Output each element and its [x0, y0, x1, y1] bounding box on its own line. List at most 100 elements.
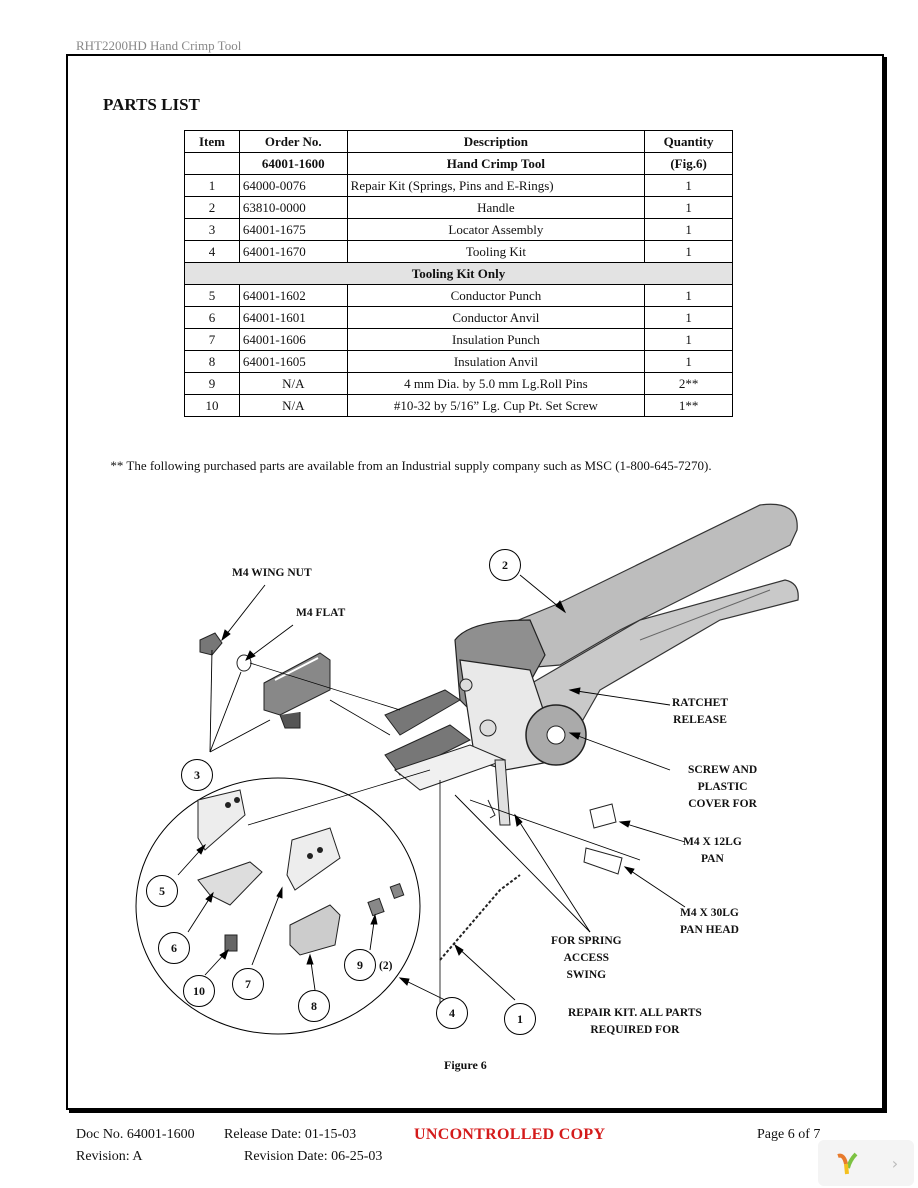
table-cell: 1** [644, 394, 733, 417]
footer-page-number: Page 6 of 7 [757, 1127, 821, 1142]
table-cell: 64001-1602 [238, 284, 348, 307]
table-section-row: Tooling Kit Only [184, 262, 733, 285]
label-line: SWING [566, 969, 607, 981]
table-row: 6 64001-1601 Conductor Anvil 1 [184, 306, 733, 329]
footer-revision-date: Revision Date: 06-25-03 [244, 1149, 383, 1164]
chevron-right-icon[interactable]: › [891, 1153, 899, 1173]
page-frame [66, 54, 884, 1110]
label-m4x12: M4 X 12LG PAN [683, 834, 742, 868]
callout-4: 4 [436, 997, 468, 1029]
label-line: M4 X 12LG [683, 836, 742, 848]
label-line: ACCESS [563, 952, 609, 964]
callout-1: 1 [504, 1003, 536, 1035]
wing-nut [199, 632, 223, 656]
table-cell: 64001-1600 [238, 152, 348, 175]
locator-arm [494, 759, 511, 826]
handle-groove [639, 589, 771, 641]
footer-release-date: Release Date: 01-15-03 [224, 1127, 357, 1142]
label-line: RELEASE [673, 714, 727, 726]
head-pin [459, 678, 473, 692]
insulation-anvil [289, 904, 341, 956]
screw-m4x30 [583, 847, 623, 875]
label-line: REQUIRED FOR [590, 1024, 680, 1036]
label-m4-flat: M4 FLAT [296, 607, 346, 619]
parts-list-title: PARTS LIST [103, 95, 200, 114]
table-row: 2 63810-0000 Handle 1 [184, 196, 733, 219]
label-line: PAN HEAD [680, 924, 739, 936]
label-line: SCREW AND [688, 764, 758, 776]
parts-table: Item Order No. Description Quantity 6400… [184, 130, 733, 417]
set-screw [224, 934, 238, 952]
label-line: RATCHET [672, 697, 729, 709]
label-m4x30: M4 X 30LG PAN HEAD [680, 905, 739, 939]
viewer-widget[interactable]: › [818, 1140, 914, 1186]
table-cell: 64001-1606 [238, 328, 348, 351]
construction-lines [247, 662, 641, 1005]
label-ratchet-release: RATCHET RELEASE [672, 695, 728, 729]
table-row: 1 64000-0076 Repair Kit (Springs, Pins a… [184, 174, 733, 197]
callout-10: 10 [183, 975, 215, 1007]
label-m4-wing-nut: M4 WING NUT [232, 567, 312, 579]
spring [439, 874, 521, 961]
callout-3: 3 [181, 759, 213, 791]
jaw-pivot [479, 719, 497, 737]
footer-revision: Revision: A [76, 1149, 143, 1164]
figure-caption: Figure 6 [444, 1058, 487, 1072]
label-repair-kit: REPAIR KIT. ALL PARTS REQUIRED FOR [568, 1005, 702, 1039]
uncontrolled-copy-stamp: UNCONTROLLED COPY [414, 1126, 606, 1143]
detail-circle [135, 777, 421, 1035]
label-spring-access: FOR SPRING ACCESS SWING [551, 933, 622, 984]
label-line: REPAIR KIT. ALL PARTS [568, 1007, 702, 1019]
table-cell: 2** [644, 372, 733, 395]
locator-hook [487, 799, 496, 819]
insulation-punch [286, 827, 341, 891]
table-cell: 1 [644, 240, 733, 263]
table-row: 8 64001-1605 Insulation Anvil 1 [184, 350, 733, 373]
document-header-title: RHT2200HD Hand Crimp Tool [76, 38, 242, 53]
label-line: FOR SPRING [551, 935, 622, 947]
supplier-note: ** The following purchased parts are ava… [110, 458, 712, 473]
callout-9: 9 [344, 949, 376, 981]
upper-handle [468, 503, 798, 671]
table-cell: Hand Crimp Tool [346, 152, 646, 175]
col-header-quantity: Quantity [644, 130, 733, 153]
table-cell: 64001-1675 [238, 218, 348, 241]
table-cell: #10-32 by 5/16” Lg. Cup Pt. Set Screw [346, 394, 646, 417]
viewer-logo-icon [837, 1152, 858, 1175]
ratchet-screw [546, 725, 566, 745]
label-line: PAN [701, 853, 724, 865]
label-line: M4 X 30LG [680, 907, 739, 919]
table-cell: 64000-0076 [238, 174, 348, 197]
table-section-label: Tooling Kit Only [184, 262, 733, 285]
label-screw-and-cover: SCREW AND PLASTIC COVER FOR [688, 762, 757, 813]
table-row: 9 N/A 4 mm Dia. by 5.0 mm Lg.Roll Pins 2… [184, 372, 733, 395]
callout-8: 8 [298, 990, 330, 1022]
table-row: 4 64001-1670 Tooling Kit 1 [184, 240, 733, 263]
table-row: 10 N/A #10-32 by 5/16” Lg. Cup Pt. Set S… [184, 394, 733, 417]
locator-slot [274, 657, 319, 681]
table-row-main: 64001-1600 Hand Crimp Tool (Fig.6) [184, 152, 733, 175]
table-header-row: Item Order No. Description Quantity [184, 130, 733, 153]
footer-doc-no: Doc No. 64001-1600 [76, 1127, 195, 1142]
table-cell: Insulation Anvil [346, 350, 646, 373]
label-line: COVER FOR [688, 798, 757, 810]
roll-pin-a [367, 897, 385, 917]
table-cell: 10 [184, 394, 240, 417]
upper-jaw [384, 689, 461, 736]
callout-7: 7 [232, 968, 264, 1000]
label-line: PLASTIC [697, 781, 748, 793]
locator-assembly [263, 652, 331, 716]
table-cell: 64001-1670 [238, 240, 348, 263]
callout-5: 5 [146, 875, 178, 907]
callout-2: 2 [489, 549, 521, 581]
label-qty-9: (2) [379, 960, 393, 972]
roll-pin-b [389, 883, 405, 899]
conductor-anvil [197, 861, 263, 906]
screw-m4x12 [589, 803, 617, 829]
table-row: 3 64001-1675 Locator Assembly 1 [184, 218, 733, 241]
table-cell: 64001-1605 [238, 350, 348, 373]
table-cell: Conductor Anvil [346, 306, 646, 329]
leader-lines [177, 574, 686, 1001]
conductor-punch [197, 789, 246, 851]
lower-jaw [384, 724, 471, 776]
